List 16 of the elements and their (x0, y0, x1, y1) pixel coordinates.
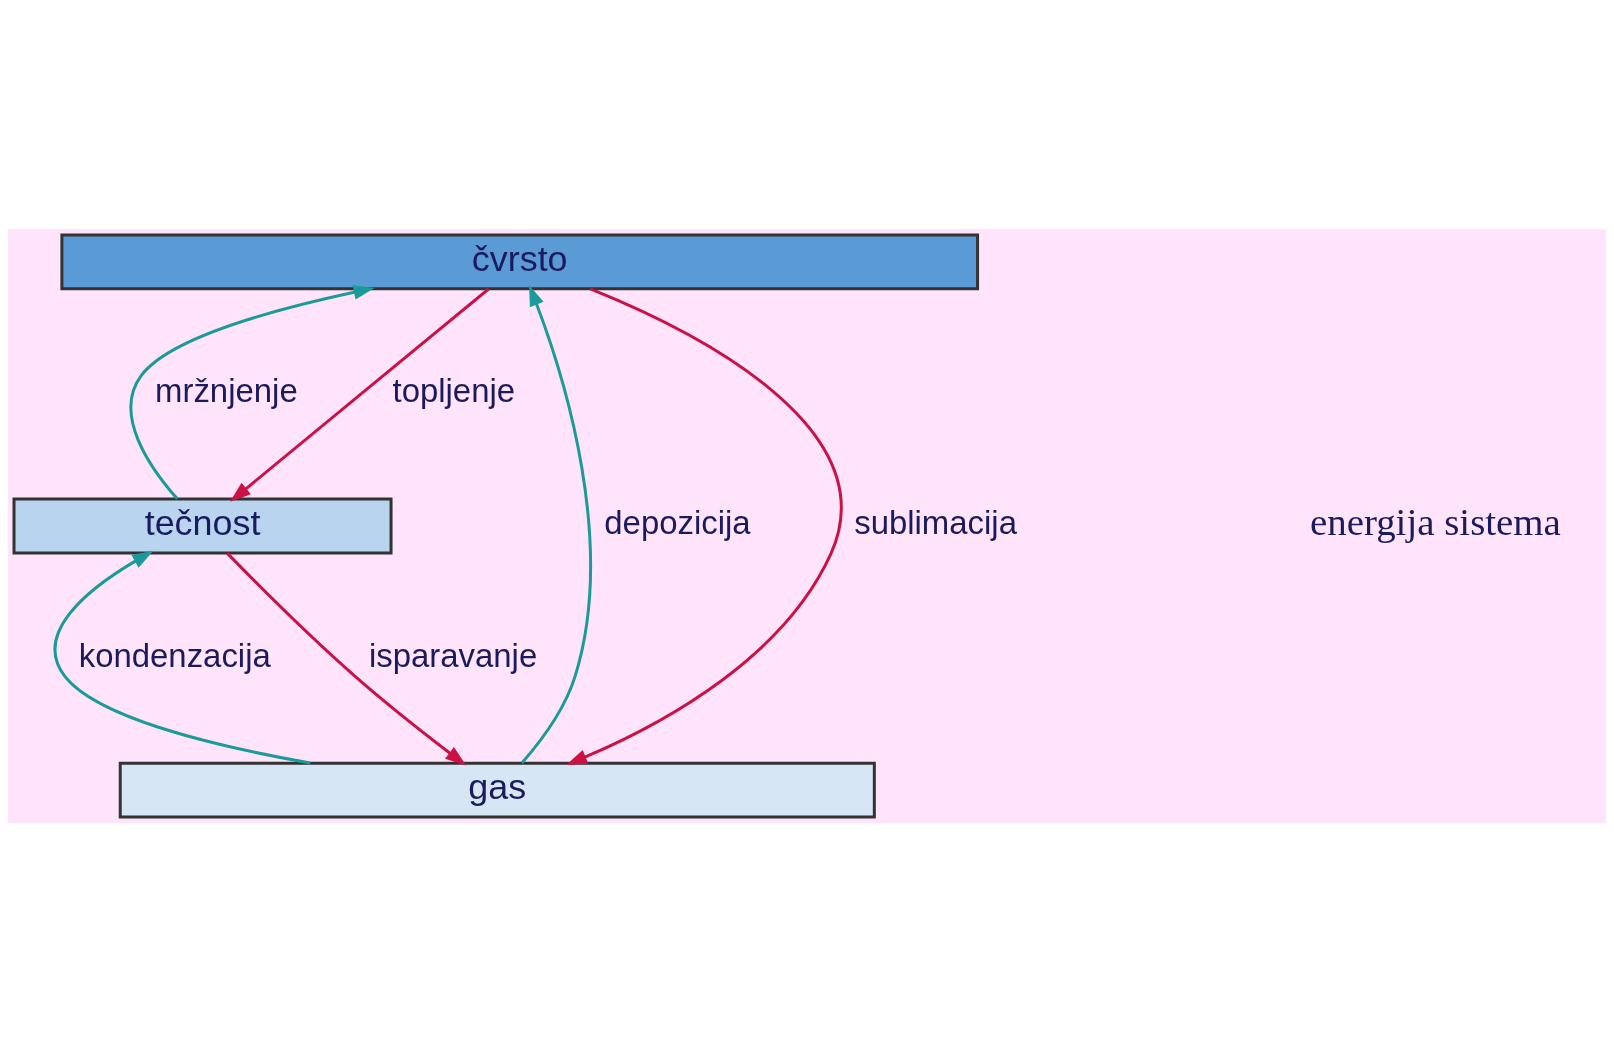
arrow (129, 284, 375, 500)
node-box: gas (118, 761, 876, 818)
edge-label: depozicija (604, 503, 751, 541)
edge-label: sublimacija (854, 503, 1017, 541)
edge-label: kondenzacija (78, 636, 271, 674)
arrow (53, 550, 311, 765)
node-box: tečnost (12, 497, 393, 554)
edge-label: isparavanje (368, 636, 538, 674)
edge-label: mržnjenje (155, 371, 298, 409)
edge-label: topljenje (392, 371, 516, 409)
node-box: čvrsto (60, 233, 980, 290)
arrow (226, 551, 467, 766)
arrow (566, 287, 842, 765)
arrow (520, 284, 592, 764)
label: energija sistema (1309, 499, 1561, 543)
arrow (230, 287, 490, 502)
